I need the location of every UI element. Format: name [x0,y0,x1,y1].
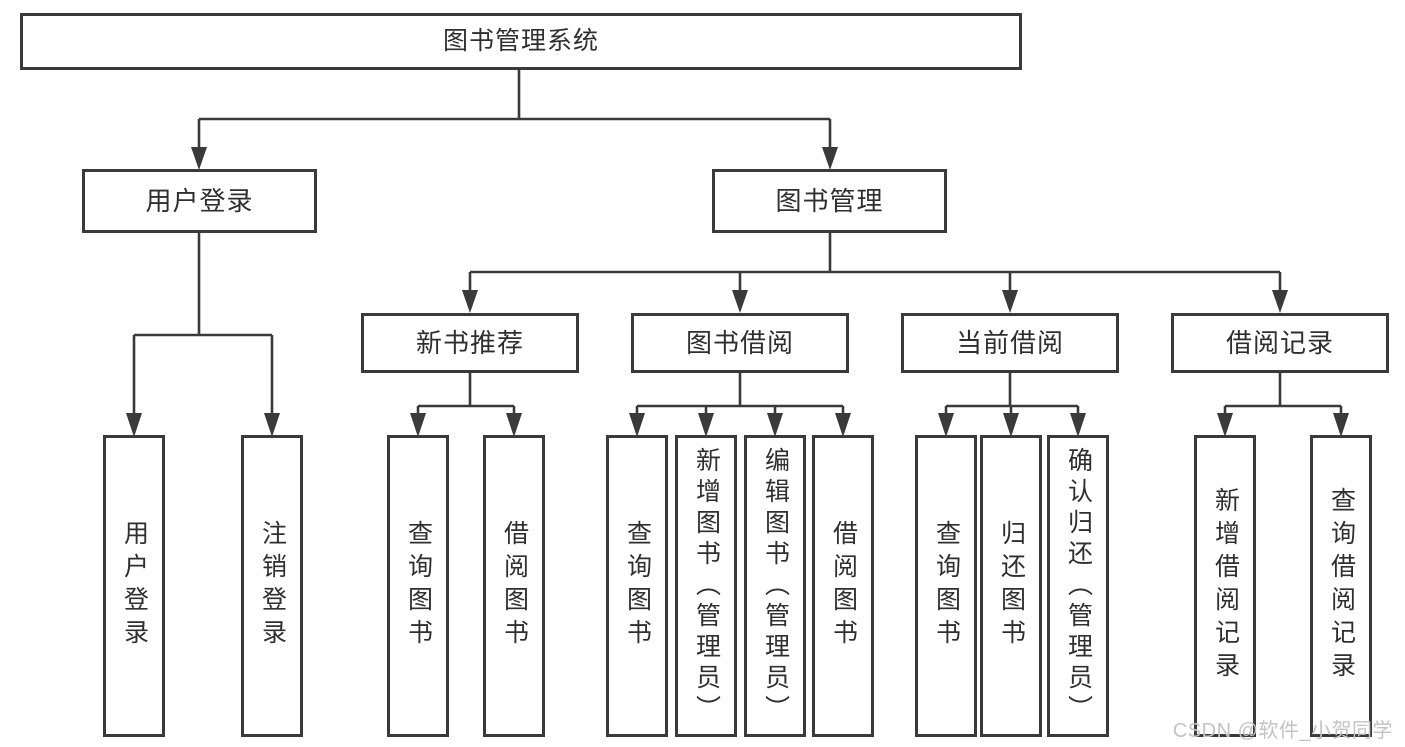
leaf-logout-label: 注销登录 [258,520,287,652]
node-book-borrow-label: 图书借阅 [685,328,794,358]
csdn-watermark: CSDN @软件_小贺同学 [1172,720,1393,742]
leaf-bb-query-book-label: 查询图书 [623,520,652,652]
leaf-bb-borrow-book-label: 借阅图书 [829,520,858,652]
node-new-book-rec: 新书推荐 [361,313,579,373]
node-new-book-rec-label: 新书推荐 [415,328,524,358]
leaf-br-add-record: 新增借阅记录 [1194,435,1256,737]
leaf-cb-return-book: 归还图书 [980,435,1042,737]
leaf-nbr-query-book: 查询图书 [387,435,449,737]
leaf-br-query-record: 查询借阅记录 [1310,435,1372,737]
tree-edges [132,70,1343,414]
arrowheads [126,147,1349,437]
leaf-logout: 注销登录 [241,435,303,737]
leaf-cb-confirm-return-admin-label: 确认归还（管理员） [1064,446,1093,726]
leaf-bb-borrow-book: 借阅图书 [812,435,874,737]
node-current-borrow-label: 当前借阅 [955,328,1064,358]
leaf-nbr-borrow-book: 借阅图书 [483,435,545,737]
leaf-cb-return-book-label: 归还图书 [997,520,1026,652]
node-book-management-label: 图书管理 [775,186,884,216]
leaf-cb-confirm-return-admin: 确认归还（管理员） [1047,435,1109,737]
leaf-user-login: 用户登录 [103,435,165,737]
node-user-login: 用户登录 [82,169,317,233]
leaf-bb-edit-book-admin: 编辑图书（管理员） [744,435,806,737]
leaf-br-add-record-label: 新增借阅记录 [1211,487,1240,685]
node-borrow-records: 借阅记录 [1171,313,1389,373]
node-current-borrow: 当前借阅 [901,313,1119,373]
leaf-br-query-record-label: 查询借阅记录 [1327,487,1356,685]
leaf-nbr-borrow-book-label: 借阅图书 [500,520,529,652]
leaf-bb-edit-book-admin-label: 编辑图书（管理员） [761,446,790,726]
leaf-bb-add-book-admin: 新增图书（管理员） [675,435,737,737]
node-borrow-records-label: 借阅记录 [1225,328,1334,358]
leaf-cb-query-book-label: 查询图书 [932,520,961,652]
node-book-management: 图书管理 [712,169,947,233]
leaf-nbr-query-book-label: 查询图书 [404,520,433,652]
node-book-borrow: 图书借阅 [631,313,849,373]
leaf-cb-query-book: 查询图书 [915,435,977,737]
node-user-login-label: 用户登录 [145,186,254,216]
node-root-label: 图书管理系统 [442,27,599,55]
leaf-user-login-label: 用户登录 [120,520,149,652]
leaf-bb-add-book-admin-label: 新增图书（管理员） [692,446,721,726]
node-root: 图书管理系统 [20,13,1022,70]
leaf-bb-query-book: 查询图书 [606,435,668,737]
